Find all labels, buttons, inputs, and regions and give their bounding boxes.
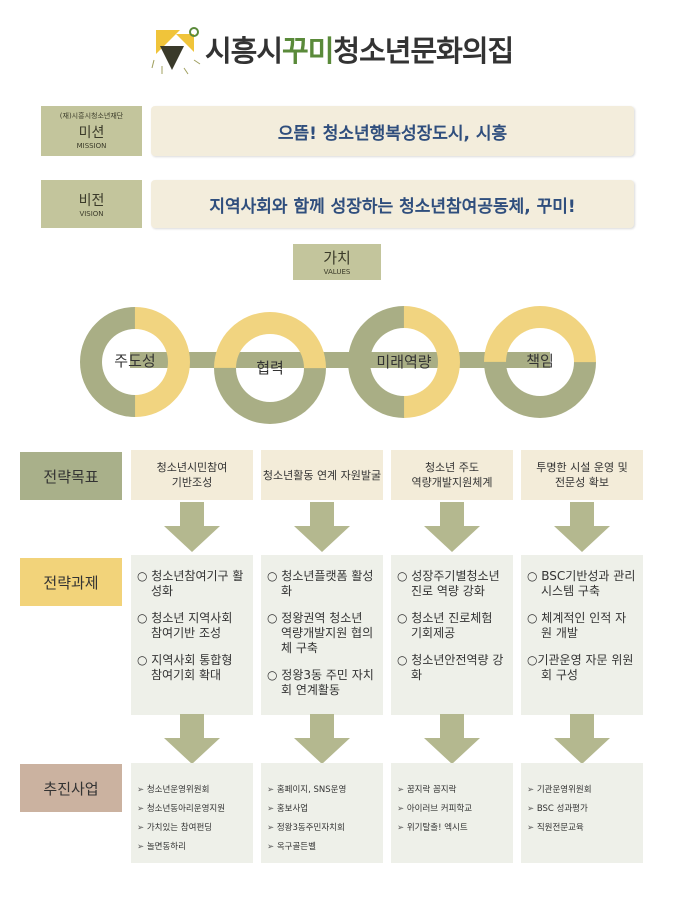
down-arrow-icon: [294, 714, 350, 764]
values-label: 가치: [323, 249, 351, 267]
task-item: ○ 청소년참여기구 활성화: [137, 569, 244, 598]
task-box-4: ○ BSC기반성과 관리 시스템 구축 ○ 체계적인 인적 자원 개발 ○기관운영 …: [521, 555, 643, 715]
vision-label: 비전: [78, 193, 105, 209]
down-arrow-icon: [294, 502, 350, 552]
task-item: ○ 청소년안전역량 강화: [397, 653, 504, 682]
project-item: 위기탈출! 엑시트: [397, 819, 509, 838]
mission-sub: MISSION: [76, 142, 107, 150]
task-box-3: ○ 성장주기별청소년 진로 역량 강화 ○ 청소년 진로체험 기회제공 ○ 청소년안…: [391, 555, 513, 715]
project-box-3: 꿈지락 꼼지락아이러브 커피학교위기탈출! 엑시트: [391, 763, 513, 863]
mission-org: (재)시흥시청소년재단: [59, 112, 124, 120]
down-arrow-icon: [554, 714, 610, 764]
project-row-label: 추진사업: [20, 764, 122, 812]
project-item: 홍보사업: [267, 800, 379, 819]
project-item: 직원전문교육: [527, 819, 639, 838]
mission-text: 으뜸! 청소년행복성장도시, 시흥: [277, 123, 508, 144]
value-label-4: 책임: [526, 352, 554, 370]
goal-box-2: 청소년활동 연계 자원발굴: [261, 450, 383, 500]
page-title: 시흥시꾸미청소년문화의집: [205, 34, 514, 68]
mission-label: 미션: [78, 125, 105, 141]
task-item: ○ 성장주기별청소년 진로 역량 강화: [397, 569, 500, 598]
value-label-1: 주도성: [114, 352, 156, 370]
vision-banner: 지역사회와 함께 성장하는 청소년참여공동체, 꾸미!: [151, 180, 634, 228]
vision-sub: VISION: [79, 210, 104, 218]
project-box-2: 홈페이지, SNS운영홍보사업정왕3동주민자치회옥구골든벨: [261, 763, 383, 863]
project-box-1: 청소년운영위원회청소년동아리운영지원가치있는 참여펀딩놀면동하리: [131, 763, 253, 863]
project-item: 청소년동아리운영지원: [137, 800, 249, 819]
ring-connector: [130, 352, 550, 368]
project-item: 아이러브 커피학교: [397, 800, 509, 819]
value-label-2: 협력: [256, 359, 284, 377]
down-arrow-icon: [424, 502, 480, 552]
project-item: 옥구골든벨: [267, 838, 379, 857]
project-box-4: 기관운영위원회BSC 성과평가직원전문교육: [521, 763, 643, 863]
project-item: 정왕3동주민자치회: [267, 819, 379, 838]
project-item: 놀면동하리: [137, 838, 249, 857]
task-item: ○ 정왕3동 주민 자치회 연계활동: [267, 668, 374, 697]
project-item: 가치있는 참여펀딩: [137, 819, 249, 838]
down-arrow-icon: [424, 714, 480, 764]
goal-row-label: 전략목표: [20, 452, 122, 500]
task-item: ○기관운영 자문 위원회 구성: [527, 653, 634, 682]
project-item: 홈페이지, SNS운영: [267, 781, 379, 800]
task-item: ○ 정왕권역 청소년 역량개발지원 협의체 구축: [267, 611, 374, 655]
values-sub: VALUES: [323, 268, 351, 276]
task-box-1: ○ 청소년참여기구 활성화 ○ 청소년 지역사회 참여기반 조성 ○ 지역사회 통합…: [131, 555, 253, 715]
value-label-3: 미래역량: [376, 353, 432, 371]
down-arrow-icon: [164, 502, 220, 552]
task-item: ○ 체계적인 인적 자원 개발: [527, 611, 627, 640]
task-item: ○ 지역사회 통합형 참여기회 확대: [137, 653, 233, 682]
task-box-2: ○ 청소년플랫폼 활성화 ○ 정왕권역 청소년 역량개발지원 협의체 구축 ○ 정왕…: [261, 555, 383, 715]
task-item: ○ 청소년플랫폼 활성화: [267, 569, 374, 598]
project-item: 기관운영위원회: [527, 781, 639, 800]
project-item: 꿈지락 꼼지락: [397, 781, 509, 800]
task-row-label: 전략과제: [20, 558, 122, 606]
mission-label-box: (재)시흥시청소년재단 미션 MISSION: [41, 106, 142, 156]
values-label-box: 가치 VALUES: [293, 244, 381, 280]
down-arrow-icon: [164, 714, 220, 764]
task-item: ○ 청소년 지역사회 참여기반 조성: [137, 611, 233, 640]
project-item: 청소년운영위원회: [137, 781, 249, 800]
task-item: ○ BSC기반성과 관리 시스템 구축: [527, 569, 636, 598]
task-item: ○ 청소년 진로체험 기회제공: [397, 611, 493, 640]
vision-text: 지역사회와 함께 성장하는 청소년참여공동체, 꾸미!: [209, 196, 576, 217]
mission-banner: 으뜸! 청소년행복성장도시, 시흥: [151, 106, 634, 156]
logo-icon: [150, 24, 202, 76]
down-arrow-icon: [554, 502, 610, 552]
vision-label-box: 비전 VISION: [41, 180, 142, 228]
project-item: BSC 성과평가: [527, 800, 639, 819]
